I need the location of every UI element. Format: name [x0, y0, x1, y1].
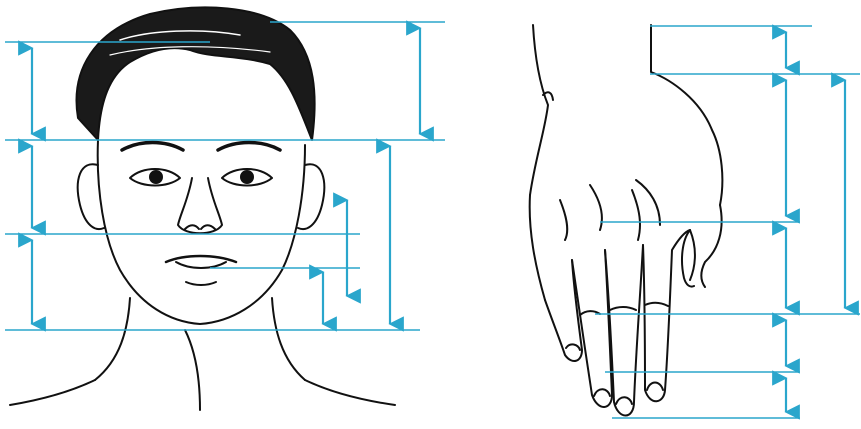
face-outline — [98, 140, 305, 324]
hair — [77, 7, 315, 140]
nose — [178, 178, 222, 233]
face-drawing — [10, 7, 395, 410]
mouth — [166, 256, 236, 262]
hand-drawing — [530, 25, 723, 416]
wrist-left — [530, 25, 548, 195]
right-eyebrow — [218, 143, 280, 151]
left-eyebrow — [122, 143, 183, 151]
wrist-right — [651, 25, 722, 205]
neck — [95, 298, 305, 380]
thumb — [701, 205, 721, 287]
finger-middle — [605, 245, 643, 416]
hand-measure-lines — [595, 26, 860, 418]
